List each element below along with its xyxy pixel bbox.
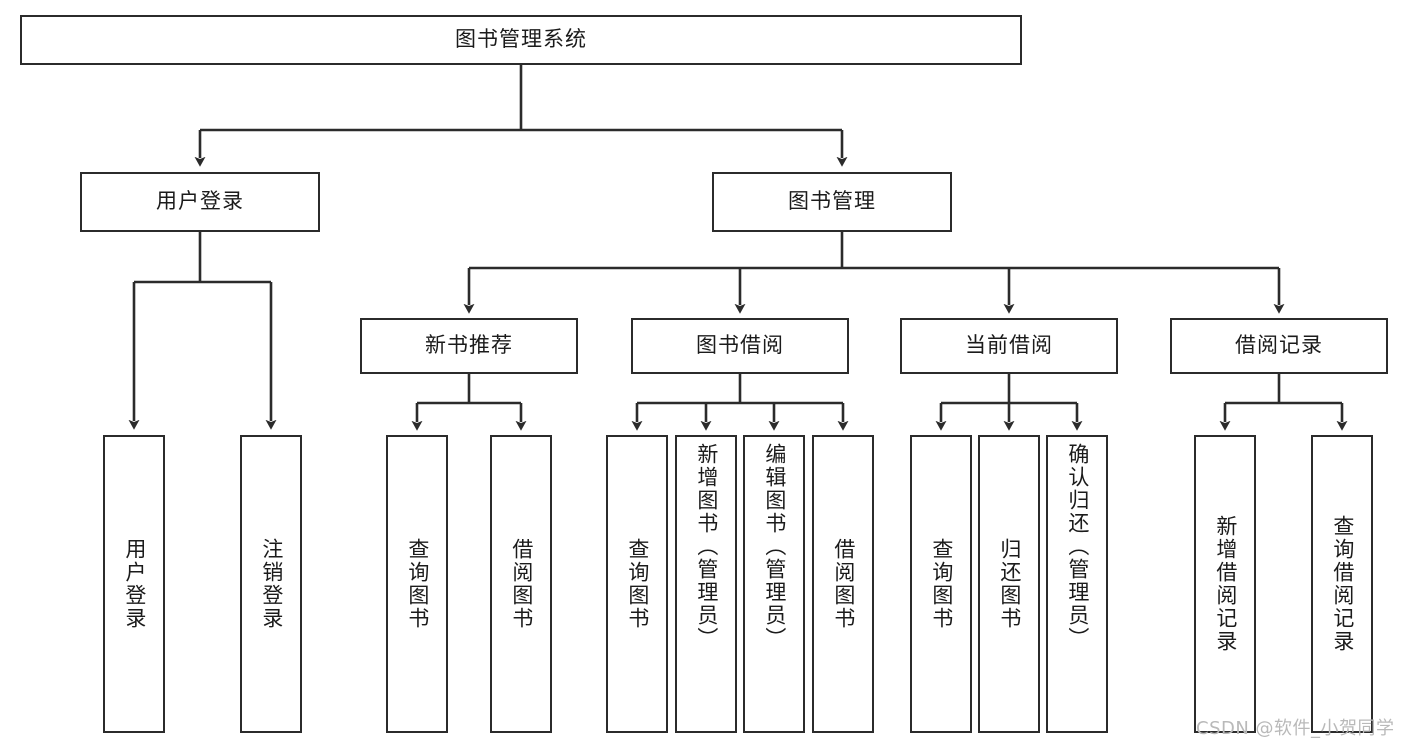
node-user-login[interactable]: 用户登录 <box>80 172 320 232</box>
leaf-label: 注销登录 <box>259 538 284 630</box>
node-book-manage[interactable]: 图书管理 <box>712 172 952 232</box>
node-current-borrow[interactable]: 当前借阅 <box>900 318 1118 374</box>
node-user-login-label: 用户登录 <box>156 189 244 214</box>
node-borrow-record[interactable]: 借阅记录 <box>1170 318 1388 374</box>
leaf-label: 新增图书（管理员） <box>694 443 719 650</box>
node-leaf-user-logout[interactable]: 注销登录 <box>240 435 302 733</box>
watermark-label: CSDN @软件_小贺同学 <box>1196 718 1395 739</box>
node-leaf-add-record[interactable]: 新增借阅记录 <box>1194 435 1256 733</box>
node-leaf-borrow-book-1[interactable]: 借阅图书 <box>490 435 552 733</box>
leaf-label: 编辑图书（管理员） <box>762 443 787 650</box>
node-root-label: 图书管理系统 <box>455 27 587 52</box>
node-leaf-user-login[interactable]: 用户登录 <box>103 435 165 733</box>
leaf-label: 用户登录 <box>122 538 147 630</box>
node-new-book-rec[interactable]: 新书推荐 <box>360 318 578 374</box>
node-leaf-add-book[interactable]: 新增图书（管理员） <box>675 435 737 733</box>
node-leaf-query-book-2[interactable]: 查询图书 <box>606 435 668 733</box>
node-leaf-return-book[interactable]: 归还图书 <box>978 435 1040 733</box>
node-leaf-confirm-return[interactable]: 确认归还（管理员） <box>1046 435 1108 733</box>
leaf-label: 确认归还（管理员） <box>1065 443 1090 650</box>
leaf-label: 借阅图书 <box>509 538 534 630</box>
leaf-label: 归还图书 <box>997 538 1022 630</box>
node-leaf-query-book-1[interactable]: 查询图书 <box>386 435 448 733</box>
leaf-label: 借阅图书 <box>831 538 856 630</box>
node-book-borrow[interactable]: 图书借阅 <box>631 318 849 374</box>
node-leaf-query-record[interactable]: 查询借阅记录 <box>1311 435 1373 733</box>
node-book-borrow-label: 图书借阅 <box>696 333 784 358</box>
leaf-label: 查询借阅记录 <box>1330 515 1355 653</box>
leaf-label: 查询图书 <box>405 538 430 630</box>
node-leaf-borrow-book-2[interactable]: 借阅图书 <box>812 435 874 733</box>
leaf-label: 查询图书 <box>625 538 650 630</box>
node-borrow-record-label: 借阅记录 <box>1235 333 1323 358</box>
node-leaf-query-book-3[interactable]: 查询图书 <box>910 435 972 733</box>
leaf-label: 新增借阅记录 <box>1213 515 1238 653</box>
node-leaf-edit-book[interactable]: 编辑图书（管理员） <box>743 435 805 733</box>
node-new-book-rec-label: 新书推荐 <box>425 333 513 358</box>
leaf-label: 查询图书 <box>929 538 954 630</box>
node-current-borrow-label: 当前借阅 <box>965 333 1053 358</box>
node-root[interactable]: 图书管理系统 <box>20 15 1022 65</box>
node-book-manage-label: 图书管理 <box>788 189 876 214</box>
